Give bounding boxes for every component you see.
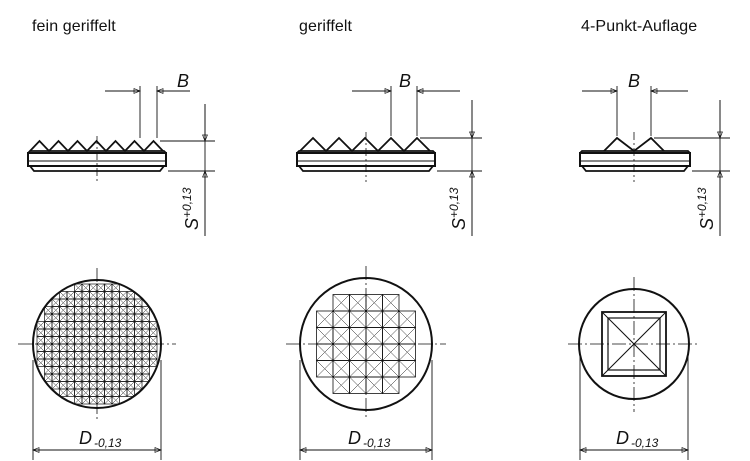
side-view-fein-geriffelt bbox=[27, 86, 215, 236]
serration-teeth bbox=[29, 139, 164, 153]
dim-s-tolerance: +0,13 bbox=[695, 187, 709, 218]
svg-text:D-0,13: D-0,13 bbox=[616, 428, 659, 450]
dim-d-label: D bbox=[348, 428, 361, 448]
svg-text:D-0,13: D-0,13 bbox=[348, 428, 391, 450]
variant-title-4-punkt-auflage: 4-Punkt-Auflage bbox=[581, 18, 698, 35]
dim-d-label: D bbox=[79, 428, 92, 448]
side-view-geriffelt bbox=[296, 86, 482, 236]
variant-title-fein-geriffelt: fein geriffelt bbox=[32, 18, 116, 35]
dim-s-label: S bbox=[449, 218, 469, 230]
dim-d-tolerance: -0,13 bbox=[631, 436, 659, 450]
svg-text:S+0,13: S+0,13 bbox=[180, 187, 202, 230]
dim-b-label: B bbox=[628, 71, 640, 91]
variant-title-geriffelt: geriffelt bbox=[299, 18, 353, 35]
svg-text:S+0,13: S+0,13 bbox=[447, 187, 469, 230]
dim-d-tolerance: -0,13 bbox=[363, 436, 391, 450]
dim-s-label: S bbox=[182, 218, 202, 230]
dim-s-tolerance: +0,13 bbox=[447, 187, 461, 218]
top-view-fein-geriffelt bbox=[18, 268, 176, 460]
dim-d-label: D bbox=[616, 428, 629, 448]
dim-b-label: B bbox=[177, 71, 189, 91]
top-view-4-punkt-auflage bbox=[568, 277, 700, 460]
dim-s-tolerance: +0,13 bbox=[180, 187, 194, 218]
svg-text:D-0,13: D-0,13 bbox=[79, 428, 122, 450]
side-view-4-punkt-auflage bbox=[579, 86, 730, 236]
svg-text:S+0,13: S+0,13 bbox=[695, 187, 717, 230]
top-view-geriffelt bbox=[286, 266, 446, 460]
plate-body bbox=[579, 150, 691, 172]
serration-teeth bbox=[299, 136, 431, 153]
dim-s-label: S bbox=[697, 218, 717, 230]
dim-d-tolerance: -0,13 bbox=[94, 436, 122, 450]
dim-b-label: B bbox=[399, 71, 411, 91]
